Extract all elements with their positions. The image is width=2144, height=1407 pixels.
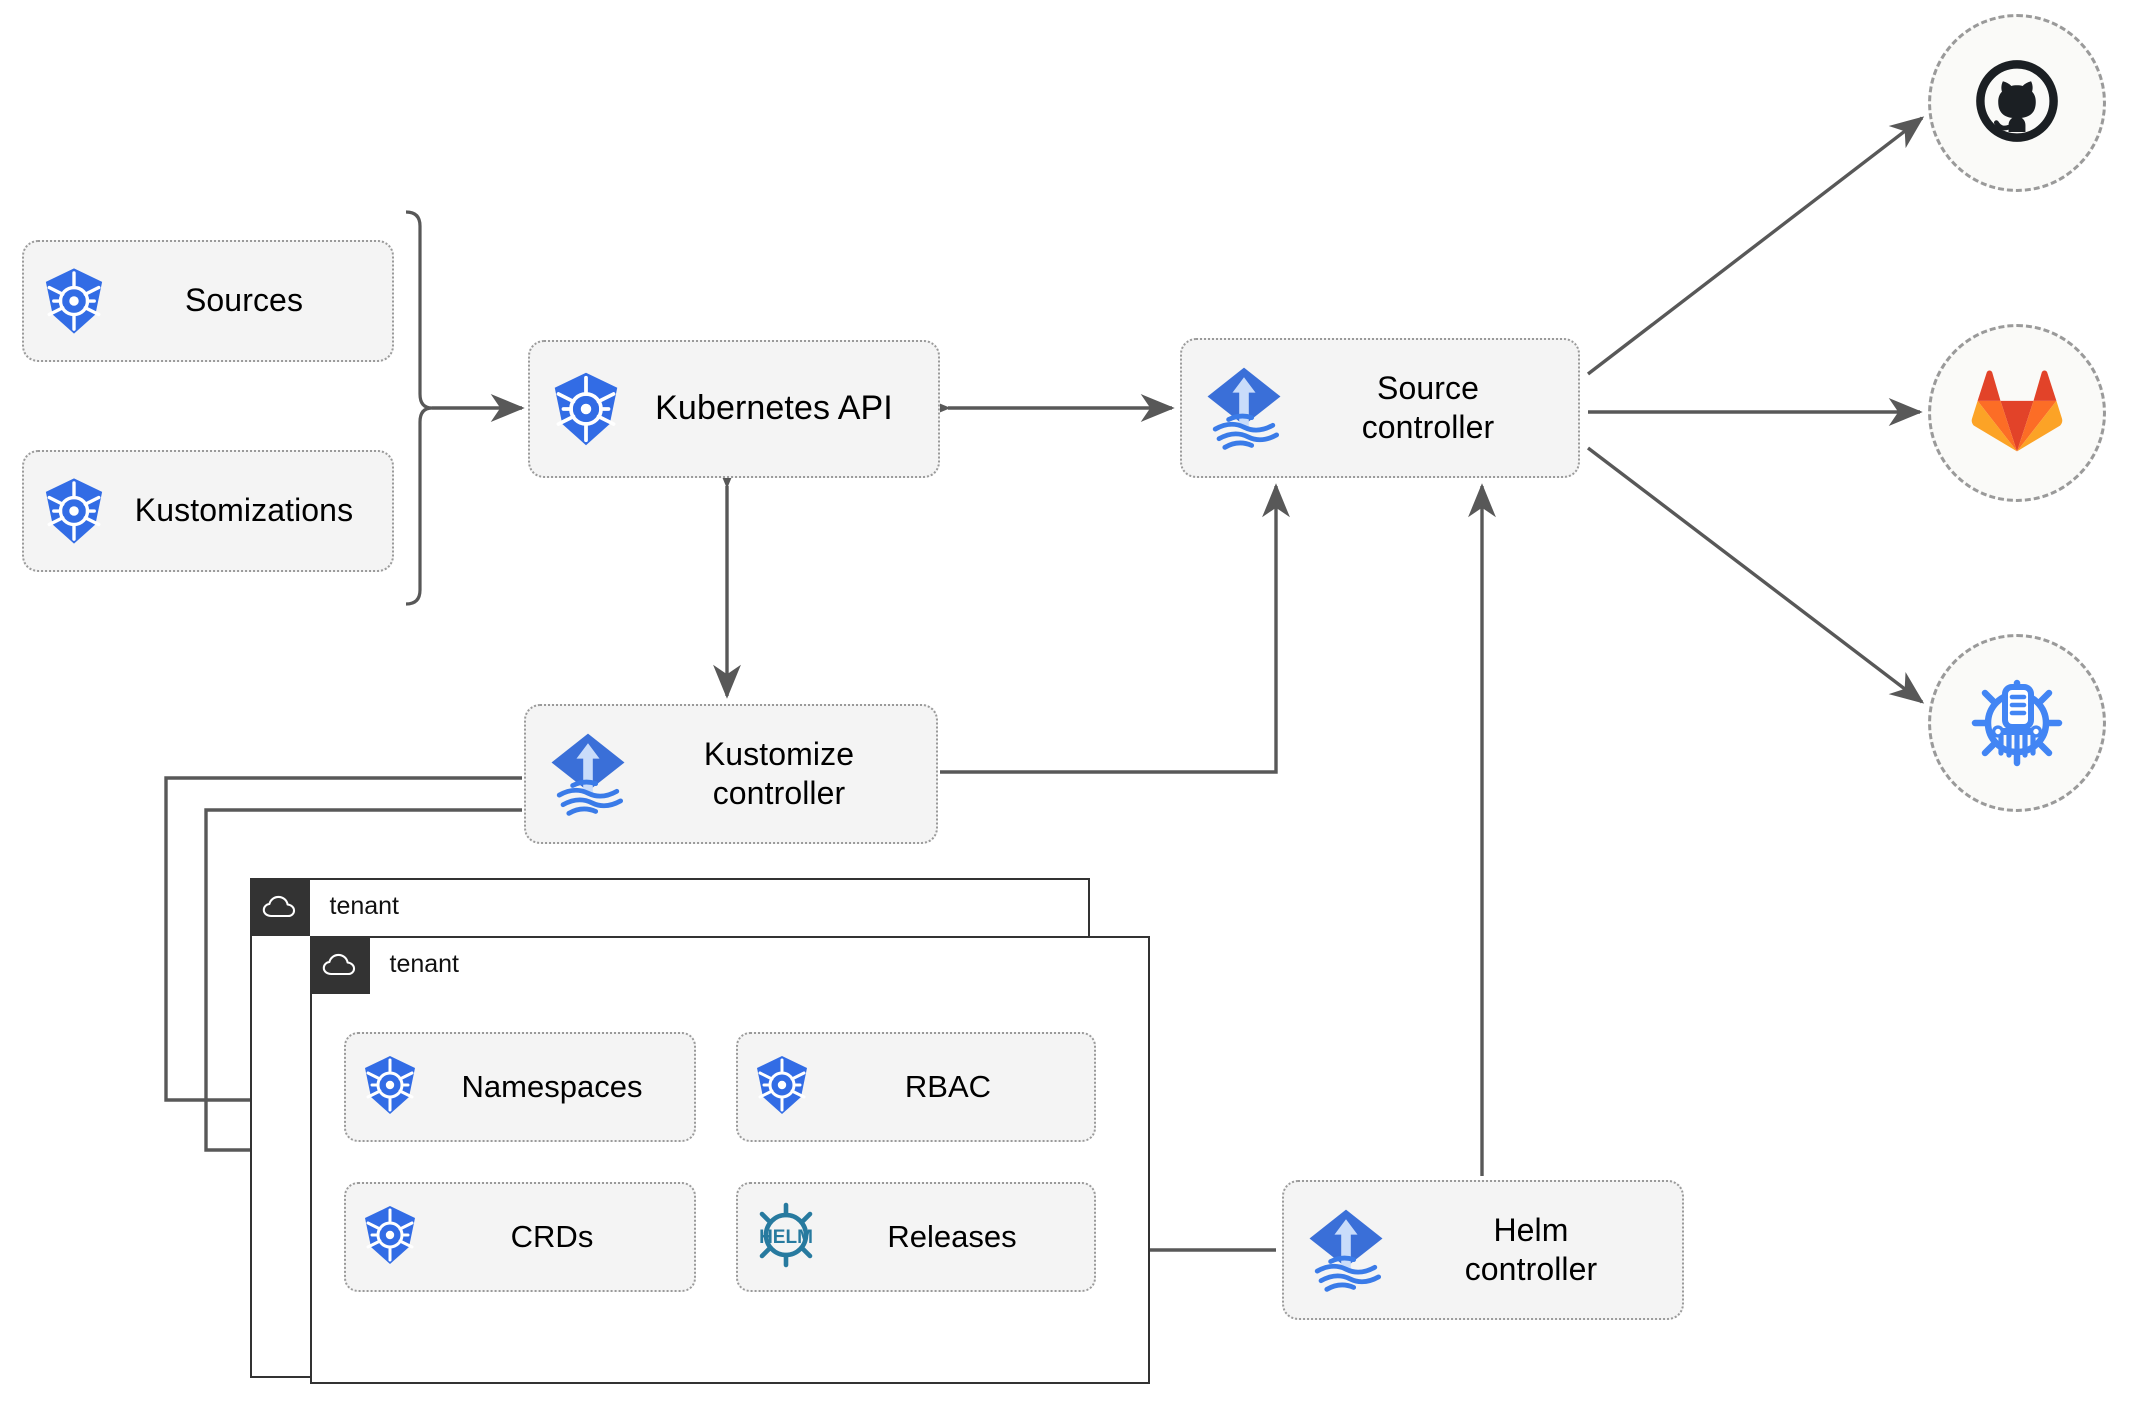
node-source-controller-label: Source controller [1361,369,1495,445]
tenant-header: tenant [249,877,400,936]
external-helm-repository[interactable] [1928,634,2106,812]
external-github[interactable] [1928,14,2106,192]
node-kustomize-controller-label: Kustomize controller [703,735,855,811]
helm-repository-icon [1967,671,2067,776]
node-kustomize-controller[interactable]: Kustomize controller [524,704,938,844]
external-gitlab[interactable] [1928,324,2106,502]
kubernetes-icon [358,1203,422,1272]
helm-wordmark: HELM [759,1227,813,1248]
wire-source-to-helmrepo [1586,446,1925,704]
flux-icon [1196,360,1292,456]
tenant-header: tenant [309,935,460,994]
wire-kustomize-to-source [940,483,1290,774]
tenant-label: tenant [329,892,400,920]
chip-releases[interactable]: HELM Releases [736,1182,1096,1292]
chip-rbac-label: RBAC [904,1069,992,1104]
node-sources[interactable]: Sources [22,240,394,362]
cloud-icon [249,877,310,936]
chip-rbac[interactable]: RBAC [736,1032,1096,1142]
node-helm-controller[interactable]: Helm controller [1282,1180,1684,1320]
kubernetes-icon [358,1053,422,1122]
chip-releases-label: Releases [887,1219,1017,1254]
wire-source-to-github [1586,116,1925,376]
chip-namespaces[interactable]: Namespaces [344,1032,696,1142]
node-source-controller[interactable]: Source controller [1180,338,1580,478]
node-helm-controller-label: Helm controller [1464,1211,1598,1287]
kubernetes-icon [546,369,626,449]
github-icon [1971,55,2063,152]
chip-namespaces-label: Namespaces [461,1069,643,1104]
node-kubernetes-api-label: Kubernetes API [655,389,893,428]
chip-crds-label: CRDs [510,1219,594,1254]
cloud-icon [309,935,370,994]
tenant-label: tenant [389,950,460,978]
node-kustomizations[interactable]: Kustomizations [22,450,394,572]
helm-icon: HELM [750,1202,822,1273]
node-sources-label: Sources [184,282,304,319]
chip-crds[interactable]: CRDs [344,1182,696,1292]
kubernetes-icon [38,475,110,547]
node-kustomizations-label: Kustomizations [134,492,354,529]
flux-icon [1298,1202,1394,1298]
gitlab-icon [1971,367,2063,460]
kubernetes-icon [38,265,110,337]
flux-icon [540,726,636,822]
node-kubernetes-api[interactable]: Kubernetes API [528,340,940,478]
kubernetes-icon [750,1053,814,1122]
tenant-frame-front: tenant [309,935,1150,1384]
wire-group-bracket [405,210,433,606]
